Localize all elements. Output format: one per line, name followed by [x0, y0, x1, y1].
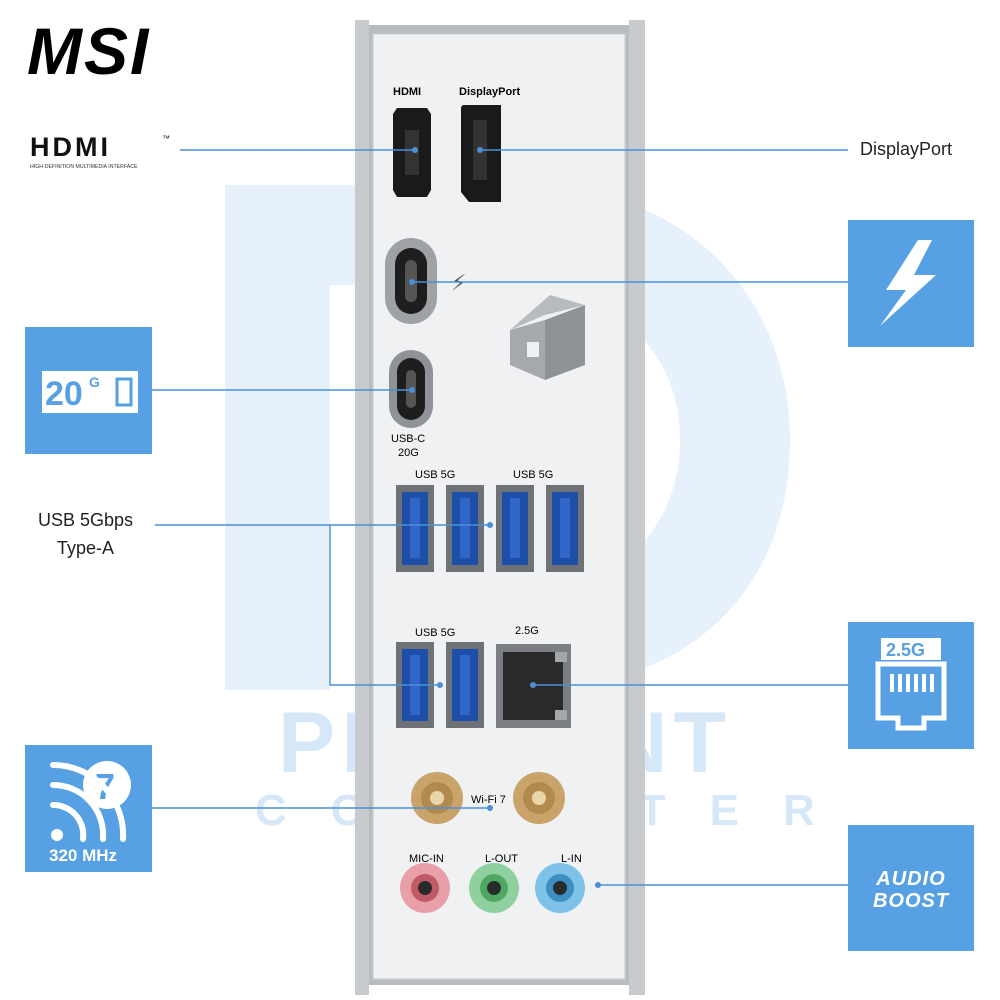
hdmi-wordmark: HDMI — [30, 132, 111, 162]
wifi7-tile: 7 320 MHz — [25, 745, 152, 872]
usb-5gbps-label: USB 5Gbps Type-A — [38, 506, 133, 562]
audio-boost-line1: AUDIO — [875, 868, 945, 890]
lan-2-5g-tile: 2.5G — [848, 622, 974, 749]
io-shield: HDMI DisplayPort ⚡ USB-C 20G USB 5G USB … — [355, 20, 645, 995]
thunderbolt-glyph: ⚡ — [451, 271, 466, 296]
io-hdmi-label: HDMI — [393, 86, 421, 98]
usb5g-label-bottom: USB 5G — [415, 627, 455, 639]
usb5g-label-left: USB 5G — [415, 469, 455, 481]
hdmi-tagline: HIGH-DEFINITION MULTIMEDIA INTERFACE — [30, 164, 138, 170]
msi-logo-text: MSI — [27, 20, 150, 82]
lan-tile-text: 2.5G — [886, 640, 925, 660]
l-in-label: L-IN — [561, 853, 582, 865]
wifi7-icon: 7 320 MHz — [49, 761, 131, 865]
usbc-label-2: 20G — [398, 447, 419, 459]
audio-jacks — [400, 863, 585, 913]
usb5g-label-right: USB 5G — [513, 469, 553, 481]
audio-boost-icon: AUDIO BOOST — [873, 868, 950, 912]
usb-20g-text: 20 — [45, 375, 83, 413]
audio-boost-line2: BOOST — [873, 890, 950, 912]
hdmi-tm: ™ — [162, 134, 170, 143]
l-out-label: L-OUT — [485, 853, 518, 865]
lan-label: 2.5G — [515, 625, 539, 637]
usb-20g-icon: 20 G — [42, 371, 138, 413]
displayport-label: DisplayPort — [860, 139, 953, 159]
audio-boost-tile: AUDIO BOOST — [848, 825, 974, 951]
usb-5gbps-line1: USB 5Gbps — [38, 510, 134, 530]
lan-icon: 2.5G — [875, 638, 947, 731]
wifi-label: Wi-Fi 7 — [471, 794, 506, 806]
mic-in-label: MIC-IN — [409, 853, 444, 865]
thunderbolt-tile — [848, 220, 974, 347]
wifi-antenna-connectors — [411, 772, 565, 824]
usb-20g-sup: G — [89, 374, 100, 390]
usb-20g-tile: 20 G — [25, 327, 152, 454]
msi-logo: MSI — [27, 20, 150, 82]
wifi7-band: 320 MHz — [49, 846, 117, 865]
usbc-label-1: USB-C — [391, 433, 425, 445]
hdmi-port — [393, 108, 431, 197]
lightning-icon — [880, 240, 936, 326]
hdmi-logo: HDMI ™ HIGH-DEFINITION MULTIMEDIA INTERF… — [30, 132, 170, 170]
usb-5gbps-line2: Type-A — [57, 538, 115, 558]
usb-a-port-row1 — [396, 485, 584, 572]
io-dp-label: DisplayPort — [459, 86, 520, 98]
pinpoint-cube-logo — [510, 295, 585, 380]
